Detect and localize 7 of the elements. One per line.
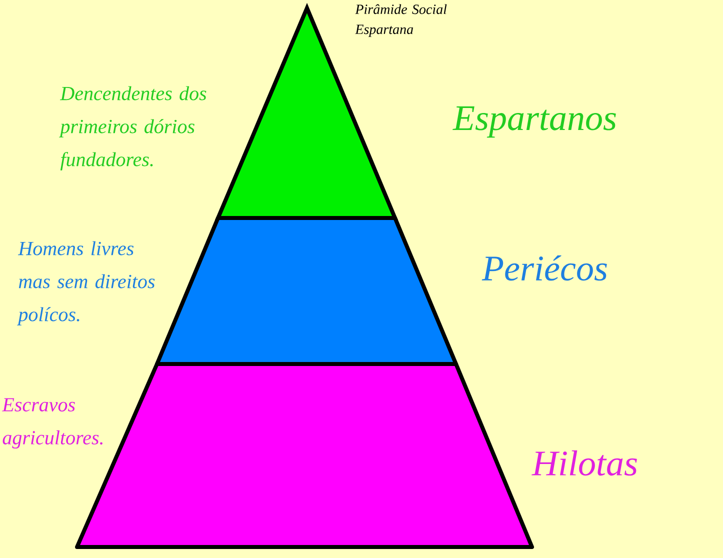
level-name: Espartanos [452,106,616,138]
level-name: Hilotas [532,450,637,476]
level-description: Dencendentes dos primeiros dórios fundadores. [59,86,206,170]
level-description: Escravos agricultores. [2,398,102,449]
level-name: Periécos [482,255,607,281]
level-description: Homens livres mas sem direitos polícos. [17,241,155,326]
title: Pirâmide Social Espartana [355,4,447,37]
